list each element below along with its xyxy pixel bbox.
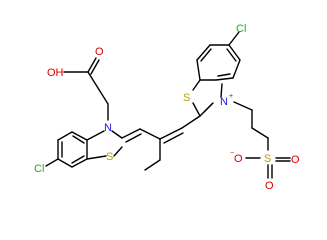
sulfonate-sulfur-label: S	[264, 153, 271, 165]
structure-canvas: OH O N S Cl Cl S N + O − S O O	[34, 23, 300, 192]
sulfonate-oxygen-bottom-label: O	[265, 180, 274, 192]
right-sulfur-label: S	[183, 92, 190, 104]
left-sulfur-label: S	[106, 151, 113, 163]
left-nitrogen-label: N	[104, 122, 112, 134]
right-benzothiazolium	[192, 31, 291, 179]
chemical-structure-diagram: OH O N S Cl Cl S N + O − S O O	[34, 23, 300, 192]
left-chlorine-label: Cl	[34, 163, 44, 175]
acid-oxygen-label: O	[95, 46, 104, 58]
left-benzothiazole	[45, 57, 123, 168]
sulfonate-oxygen-right-label: O	[291, 154, 300, 166]
sulfonate-o-minus-label: O	[234, 153, 243, 165]
oxygen-negative-charge: −	[230, 150, 234, 157]
right-nitrogen-label: N	[220, 96, 228, 108]
oh-label: OH	[47, 67, 64, 79]
methine-bridge	[121, 115, 201, 171]
right-chlorine-label: Cl	[236, 23, 246, 35]
nitrogen-positive-charge: +	[229, 93, 233, 100]
